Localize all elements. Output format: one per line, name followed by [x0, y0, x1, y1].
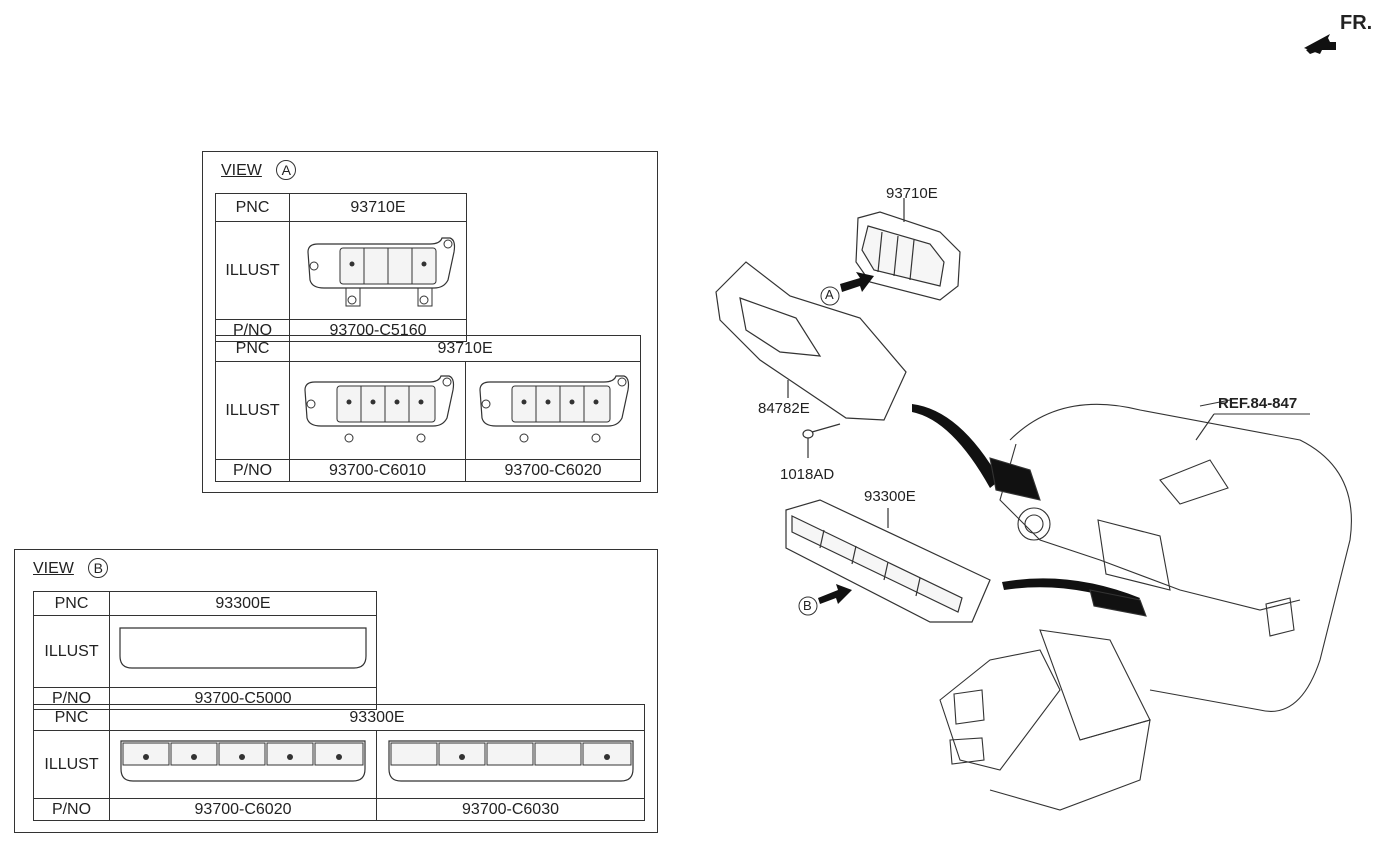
pnc-label: PNC [33, 591, 110, 616]
leader-b [1002, 578, 1140, 606]
lower-switch-part [785, 499, 991, 623]
view-b-marker: B [88, 558, 109, 578]
callout-93710e: 93710E [886, 185, 938, 202]
switch-panel-illustration [376, 730, 645, 799]
pnc-label: PNC [215, 193, 290, 222]
pnc-value: 93710E [289, 193, 467, 222]
pnc-value: 93300E [109, 591, 377, 616]
switch-panel-illustration [109, 615, 377, 688]
view-a-marker: A [276, 160, 297, 180]
callout-marker-b: B [803, 598, 812, 613]
trim-panel-part [715, 261, 907, 421]
view-b-panel: VIEW B PNC 93300E ILLUST P/NO 93700-C500… [14, 549, 658, 833]
illust-label: ILLUST [215, 221, 290, 320]
screw-part [802, 423, 841, 458]
illust-label: ILLUST [33, 730, 110, 799]
callout-ref: REF.84-847 [1218, 395, 1298, 412]
callout-marker-a: A [825, 287, 834, 302]
front-direction-indicator: FR. [1300, 8, 1380, 58]
fr-label: FR. [1340, 12, 1373, 34]
upper-switch-part [855, 198, 961, 301]
view-a-title-text: VIEW [221, 162, 262, 179]
pnc-label: PNC [33, 704, 110, 731]
view-a-table-1: PNC 93710E ILLUST [215, 193, 467, 342]
callout-93300e: 93300E [864, 488, 916, 505]
dashboard-assembly [939, 399, 1352, 811]
pno-label: P/NO [33, 798, 110, 821]
arrow-a-icon [840, 272, 874, 292]
leader-a [912, 404, 1000, 488]
switch-panel-illustration [109, 730, 377, 799]
pno-value: 93700-C6020 [109, 798, 377, 821]
view-b-title: VIEW B [33, 558, 109, 578]
view-b-title-text: VIEW [33, 560, 74, 577]
pno-value: 93700-C6010 [289, 459, 466, 482]
arrow-b-icon [818, 584, 852, 604]
illust-label: ILLUST [33, 615, 110, 688]
illust-label: ILLUST [214, 361, 291, 460]
pnc-value: 93300E [109, 704, 645, 731]
callout-1018ad: 1018AD [780, 466, 835, 483]
switch-illustration [289, 221, 467, 320]
pno-value: 93700-C6020 [465, 459, 641, 482]
pno-label: P/NO [214, 459, 291, 482]
pnc-value: 93710E [289, 335, 641, 362]
view-a-table-2: PNC 93710E ILLUST [214, 335, 641, 482]
switch-illustration [465, 361, 641, 460]
view-a-title: VIEW A [221, 160, 297, 180]
callout-84782e: 84782E [758, 400, 810, 417]
view-b-table-1: PNC 93300E ILLUST P/NO 93700-C5000 [33, 591, 377, 710]
view-a-panel: VIEW A PNC 93710E ILLUST [202, 151, 658, 493]
pnc-label: PNC [214, 335, 291, 362]
pno-value: 93700-C6030 [376, 798, 645, 821]
switch-illustration [289, 361, 466, 460]
arrow-icon [1304, 34, 1336, 54]
view-b-table-2: PNC 93300E ILLUST [33, 704, 645, 821]
